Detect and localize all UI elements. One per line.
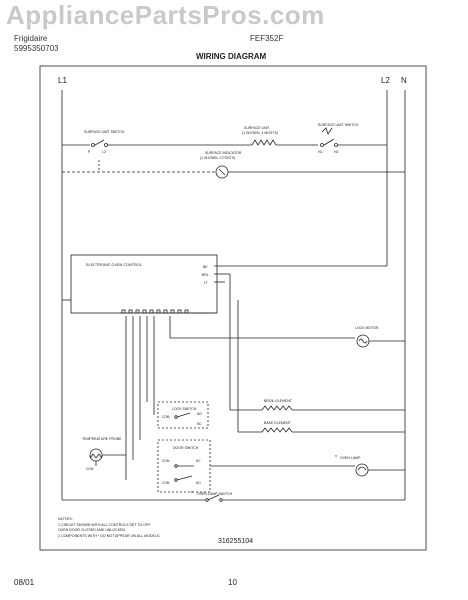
door-switch-label: DOOR SWITCH [173, 446, 199, 450]
temperature-probe-label: TEMPERATURE PROBE [82, 437, 122, 441]
surface-switch-p-label: P [88, 150, 91, 154]
surface-switch-right-contact-2 [334, 143, 338, 147]
surface-switch-left-contact [91, 143, 95, 147]
oven-lamp-switch-label: OVEN LAMP SWITCH [197, 492, 233, 496]
lock-switch-label: LOCK SWITCH [172, 407, 197, 411]
bake-element-symbol [261, 427, 293, 433]
model-number: FEF352F [250, 34, 284, 43]
line-l2-label: L2 [381, 76, 390, 85]
document-number: 5995350703 [14, 44, 59, 53]
oven-lamp-symbol [355, 463, 369, 477]
control-brl-label: BRL [202, 273, 209, 277]
surface-unit-sub-label: (1 SHOWN, 4 MOSTS) [242, 131, 278, 135]
control-lt-label: LT [204, 281, 209, 285]
door-switch-contact-2 [174, 478, 178, 482]
surface-switch-left-blade [94, 139, 105, 146]
probe-com-label: COM [86, 467, 94, 471]
surface-unit-label: SURFACE UNIT [244, 126, 271, 130]
note-1b: OVEN DOOR CLOSED AND UNLOCKED. [58, 528, 126, 532]
door-switch-nc-label: NC [196, 459, 201, 463]
surface-switch-h1-label: H1 [318, 150, 323, 154]
control-terminals [121, 309, 189, 314]
surface-unit-switch-left-label: SURFACE UNIT SWITCH [84, 130, 125, 134]
lock-switch-com-label: COM [162, 415, 170, 419]
control-bk-label: BK [203, 265, 208, 269]
diagram-frame [39, 65, 427, 551]
lock-switch-contact [174, 415, 178, 419]
lock-motor-coil [358, 338, 368, 344]
note-2: 2 COMPONENTS WITH * DO NOT APPEAR ON ALL… [58, 534, 160, 538]
surface-indicator-sub-label: (1 SHOWN, 2 POSTS) [200, 156, 235, 160]
door-switch-no-label: NO [196, 481, 201, 485]
lock-switch-nc-label: NC [197, 422, 202, 426]
temperature-probe-resistor [89, 453, 103, 459]
infinite-switch-symbol [321, 127, 333, 135]
watermark: AppliancePartsPros.com [6, 0, 325, 30]
surface-indicator-label: SURFACE INDICATOR [205, 151, 242, 155]
surface-switch-left-contact-2 [104, 143, 108, 147]
brand-label: Frigidaire [14, 34, 48, 43]
oven-control-label: ELECTRONIC OVEN CONTROL [86, 263, 142, 267]
oven-lamp-filament [357, 466, 367, 471]
door-switch-com-label: COM [162, 459, 170, 463]
surface-switch-right-blade [323, 138, 335, 146]
oven-lamp-star: * [335, 455, 337, 461]
oven-lamp-switch-contact [205, 498, 209, 502]
surface-unit-element [251, 139, 277, 146]
lock-switch-no-label: NO [197, 412, 202, 416]
notes-heading: NOTES: [58, 516, 73, 521]
door-switch-blade-2 [176, 475, 193, 481]
surface-switch-h2-label: H2 [334, 150, 339, 154]
surface-switch-right-contact [320, 143, 324, 147]
surface-unit-switch-right-label: SURFACE UNIT SWITCH [318, 123, 359, 127]
door-switch-com2-label: COM [162, 481, 170, 485]
indicator-x-1 [218, 168, 226, 176]
note-1: 1 CIRCUIT SHOWN WITH ALL CONTROLS SET TO… [58, 523, 151, 527]
oven-lamp-switch-contact-2 [219, 498, 223, 502]
broil-element-label: BROIL ELEMENT [264, 399, 293, 403]
lock-switch-box [157, 401, 209, 429]
oven-lamp-switch-blade [207, 494, 220, 501]
bake-element-label: BAKE ELEMENT [264, 421, 292, 425]
oven-lamp-switch-star: * [191, 491, 193, 497]
door-switch-contact [174, 464, 178, 468]
footer-page-number: 10 [228, 578, 237, 587]
diagram-title: WIRING DIAGRAM [196, 52, 267, 61]
line-n-label: N [401, 76, 407, 85]
lock-motor-label: LOCK MOTOR [355, 326, 379, 330]
line-l1-label: L1 [58, 76, 67, 85]
part-number: 316255104 [218, 538, 253, 545]
lock-switch-blade [176, 412, 191, 418]
surface-switch-l2-label: L2 [102, 150, 106, 154]
broil-element-symbol [261, 405, 293, 411]
oven-lamp-label: OVEN LAMP [340, 456, 361, 460]
footer-date: 08/01 [14, 578, 35, 587]
